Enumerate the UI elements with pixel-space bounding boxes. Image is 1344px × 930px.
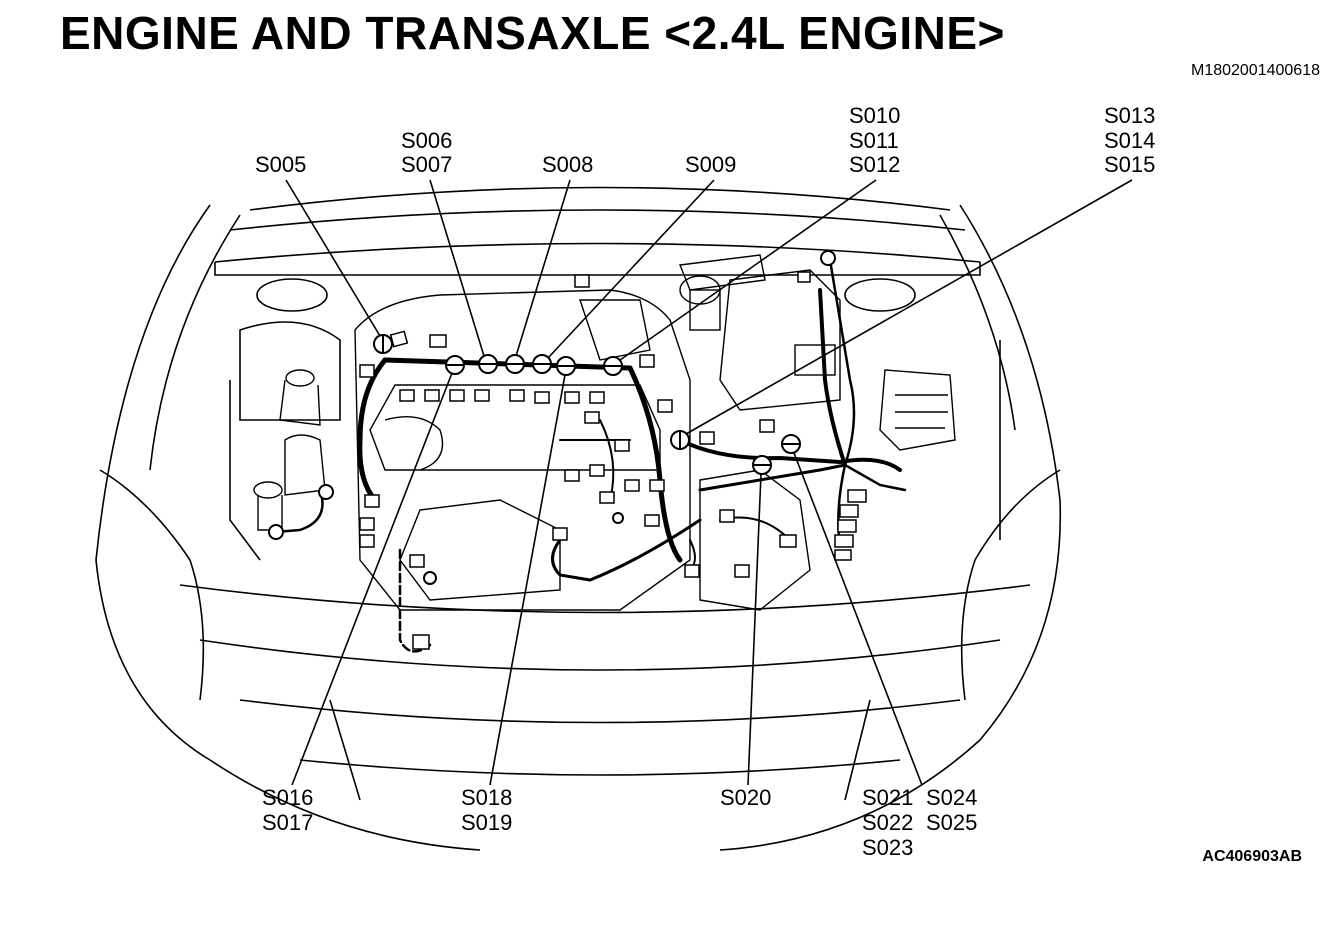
vehicle-body-outline [95,186,1062,851]
connectors [359,271,867,650]
label-s023: S023 [862,835,913,860]
label-s015: S015 [1104,152,1155,177]
label-s016: S016 [262,785,313,810]
document-id: M1802001400618 [1190,62,1320,79]
label-s021: S021 [862,785,913,810]
label-s005: S005 [255,152,306,177]
splice-s005 [373,334,393,354]
label-s018: S018 [461,785,512,810]
splice-s021-s025 [781,434,801,454]
label-s011: S011 [849,128,899,153]
figure-id: AC406903AB [1202,848,1302,865]
label-s009: S009 [685,152,736,177]
splice-markers [373,334,801,475]
label-s025: S025 [926,810,977,835]
label-s007: S007 [401,152,452,177]
splice-s009 [532,354,552,374]
leader-lines [285,179,1133,786]
label-s006: S006 [401,128,452,153]
label-s017: S017 [262,810,313,835]
splice-s006-s007 [478,354,498,374]
splice-s008 [505,354,525,374]
label-s012: S012 [849,152,900,177]
splice-s020 [752,455,772,475]
callout-labels: S005 S006 S007 S008 S009 S010 S011 S012 … [255,103,1155,860]
splice-s018-s019 [556,356,576,376]
label-s024: S024 [926,785,977,810]
splice-s016-s017 [445,355,465,375]
label-s022: S022 [862,810,913,835]
splice-s013-s015 [670,430,690,450]
label-s013: S013 [1104,103,1155,128]
label-s014: S014 [1104,128,1155,153]
page-title: ENGINE AND TRANSAXLE <2.4L ENGINE> [60,7,1005,59]
label-s020: S020 [720,785,771,810]
label-s010: S010 [849,103,900,128]
label-s019: S019 [461,810,512,835]
label-s008: S008 [542,152,593,177]
ground-terminals [268,250,836,585]
splice-s010-s012 [603,356,623,376]
